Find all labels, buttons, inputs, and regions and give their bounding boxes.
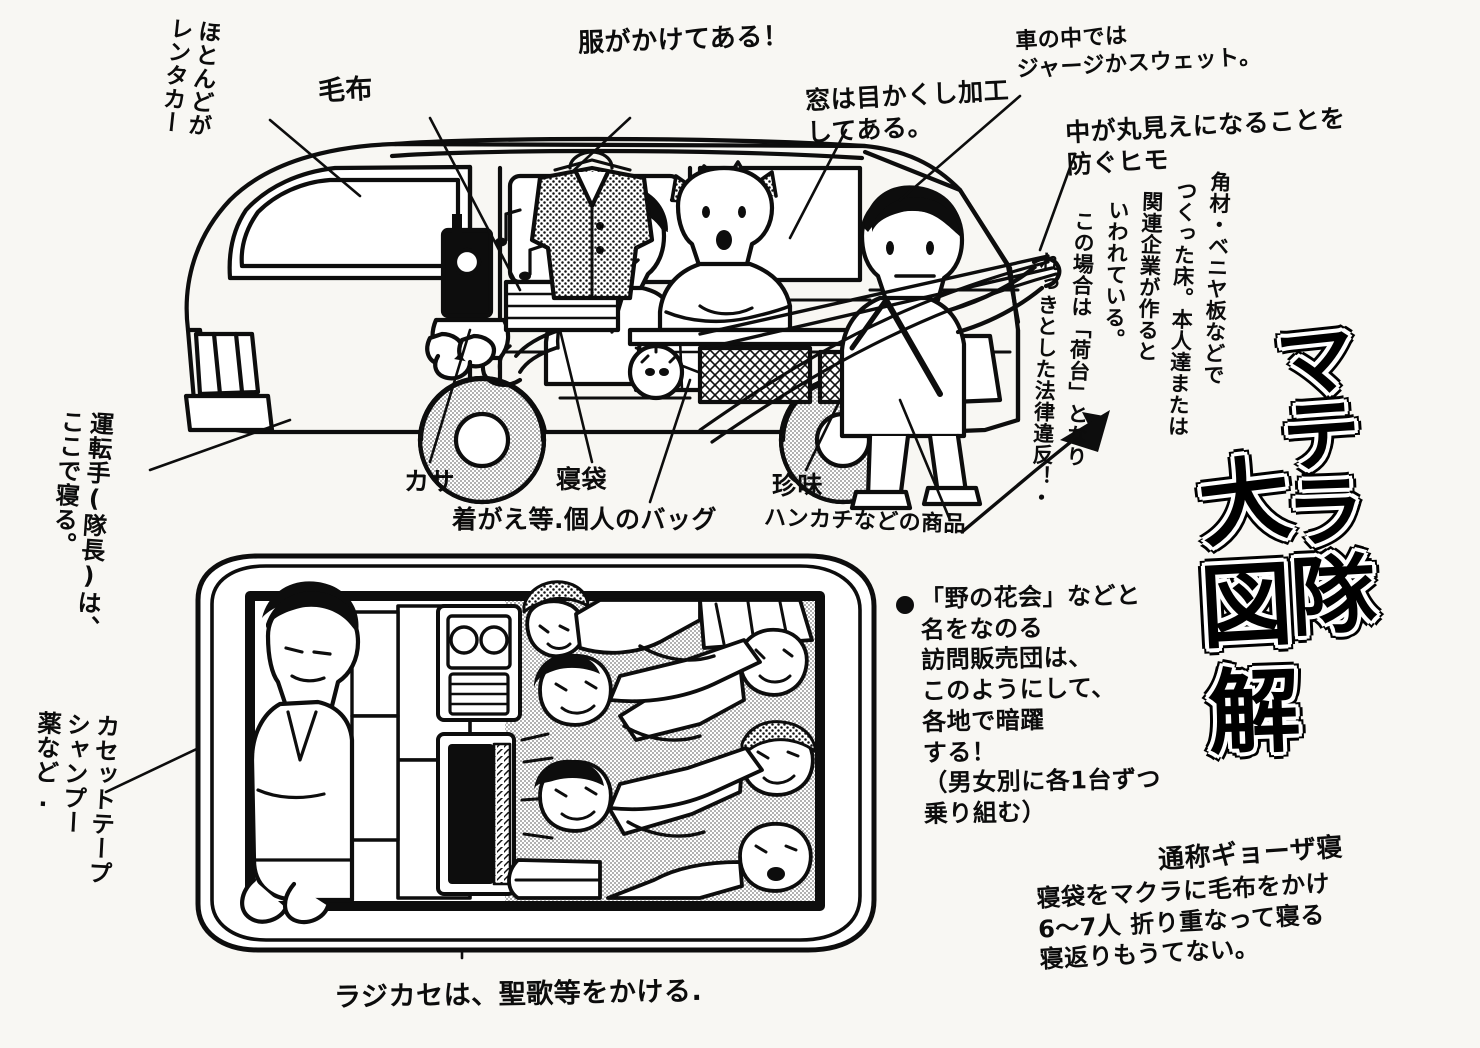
label-radio-cassette: ラジカセは、聖歌等をかける. (333, 975, 703, 1014)
label-window-tint: 窓は目かくし加工 してある。 (804, 75, 1010, 148)
floor-legal-col-3: いわれている。 (1100, 199, 1131, 350)
label-personal-bags: 着がえ等.個人のバッグ (452, 505, 717, 534)
label-delicacies: 珍味 (772, 471, 824, 500)
title-char-3: 隊 (1287, 544, 1380, 650)
label-umbrella: カサ (404, 467, 456, 496)
label-sales-group: 「野の花会」などと 名をなのる 訪問販売団は、 このようにして、 各地で暗躍 す… (919, 581, 1162, 829)
label-cassette-items: カセットテープ シャンプー 薬など. (28, 709, 121, 886)
bullet-dot-icon (896, 596, 914, 614)
label-blanket: 毛布 (317, 73, 374, 108)
title-char-6: 解 (1206, 657, 1303, 768)
floor-legal-col-2: 関連企業が作ると (1134, 190, 1165, 363)
label-sleeping-bag: 寝袋 (556, 465, 608, 494)
label-floor-legal: 角材・ベニヤ板などで つくった床。本人達または 関連企業が作ると いわれている。… (1028, 165, 1232, 509)
label-gyoza-sleep-body: 寝袋をマクラに毛布をかけ 6〜7人 折り重なって寝る 寝返りもうてない。 (1035, 869, 1331, 975)
floor-legal-col-1: つくった床。本人達または (1165, 179, 1199, 438)
